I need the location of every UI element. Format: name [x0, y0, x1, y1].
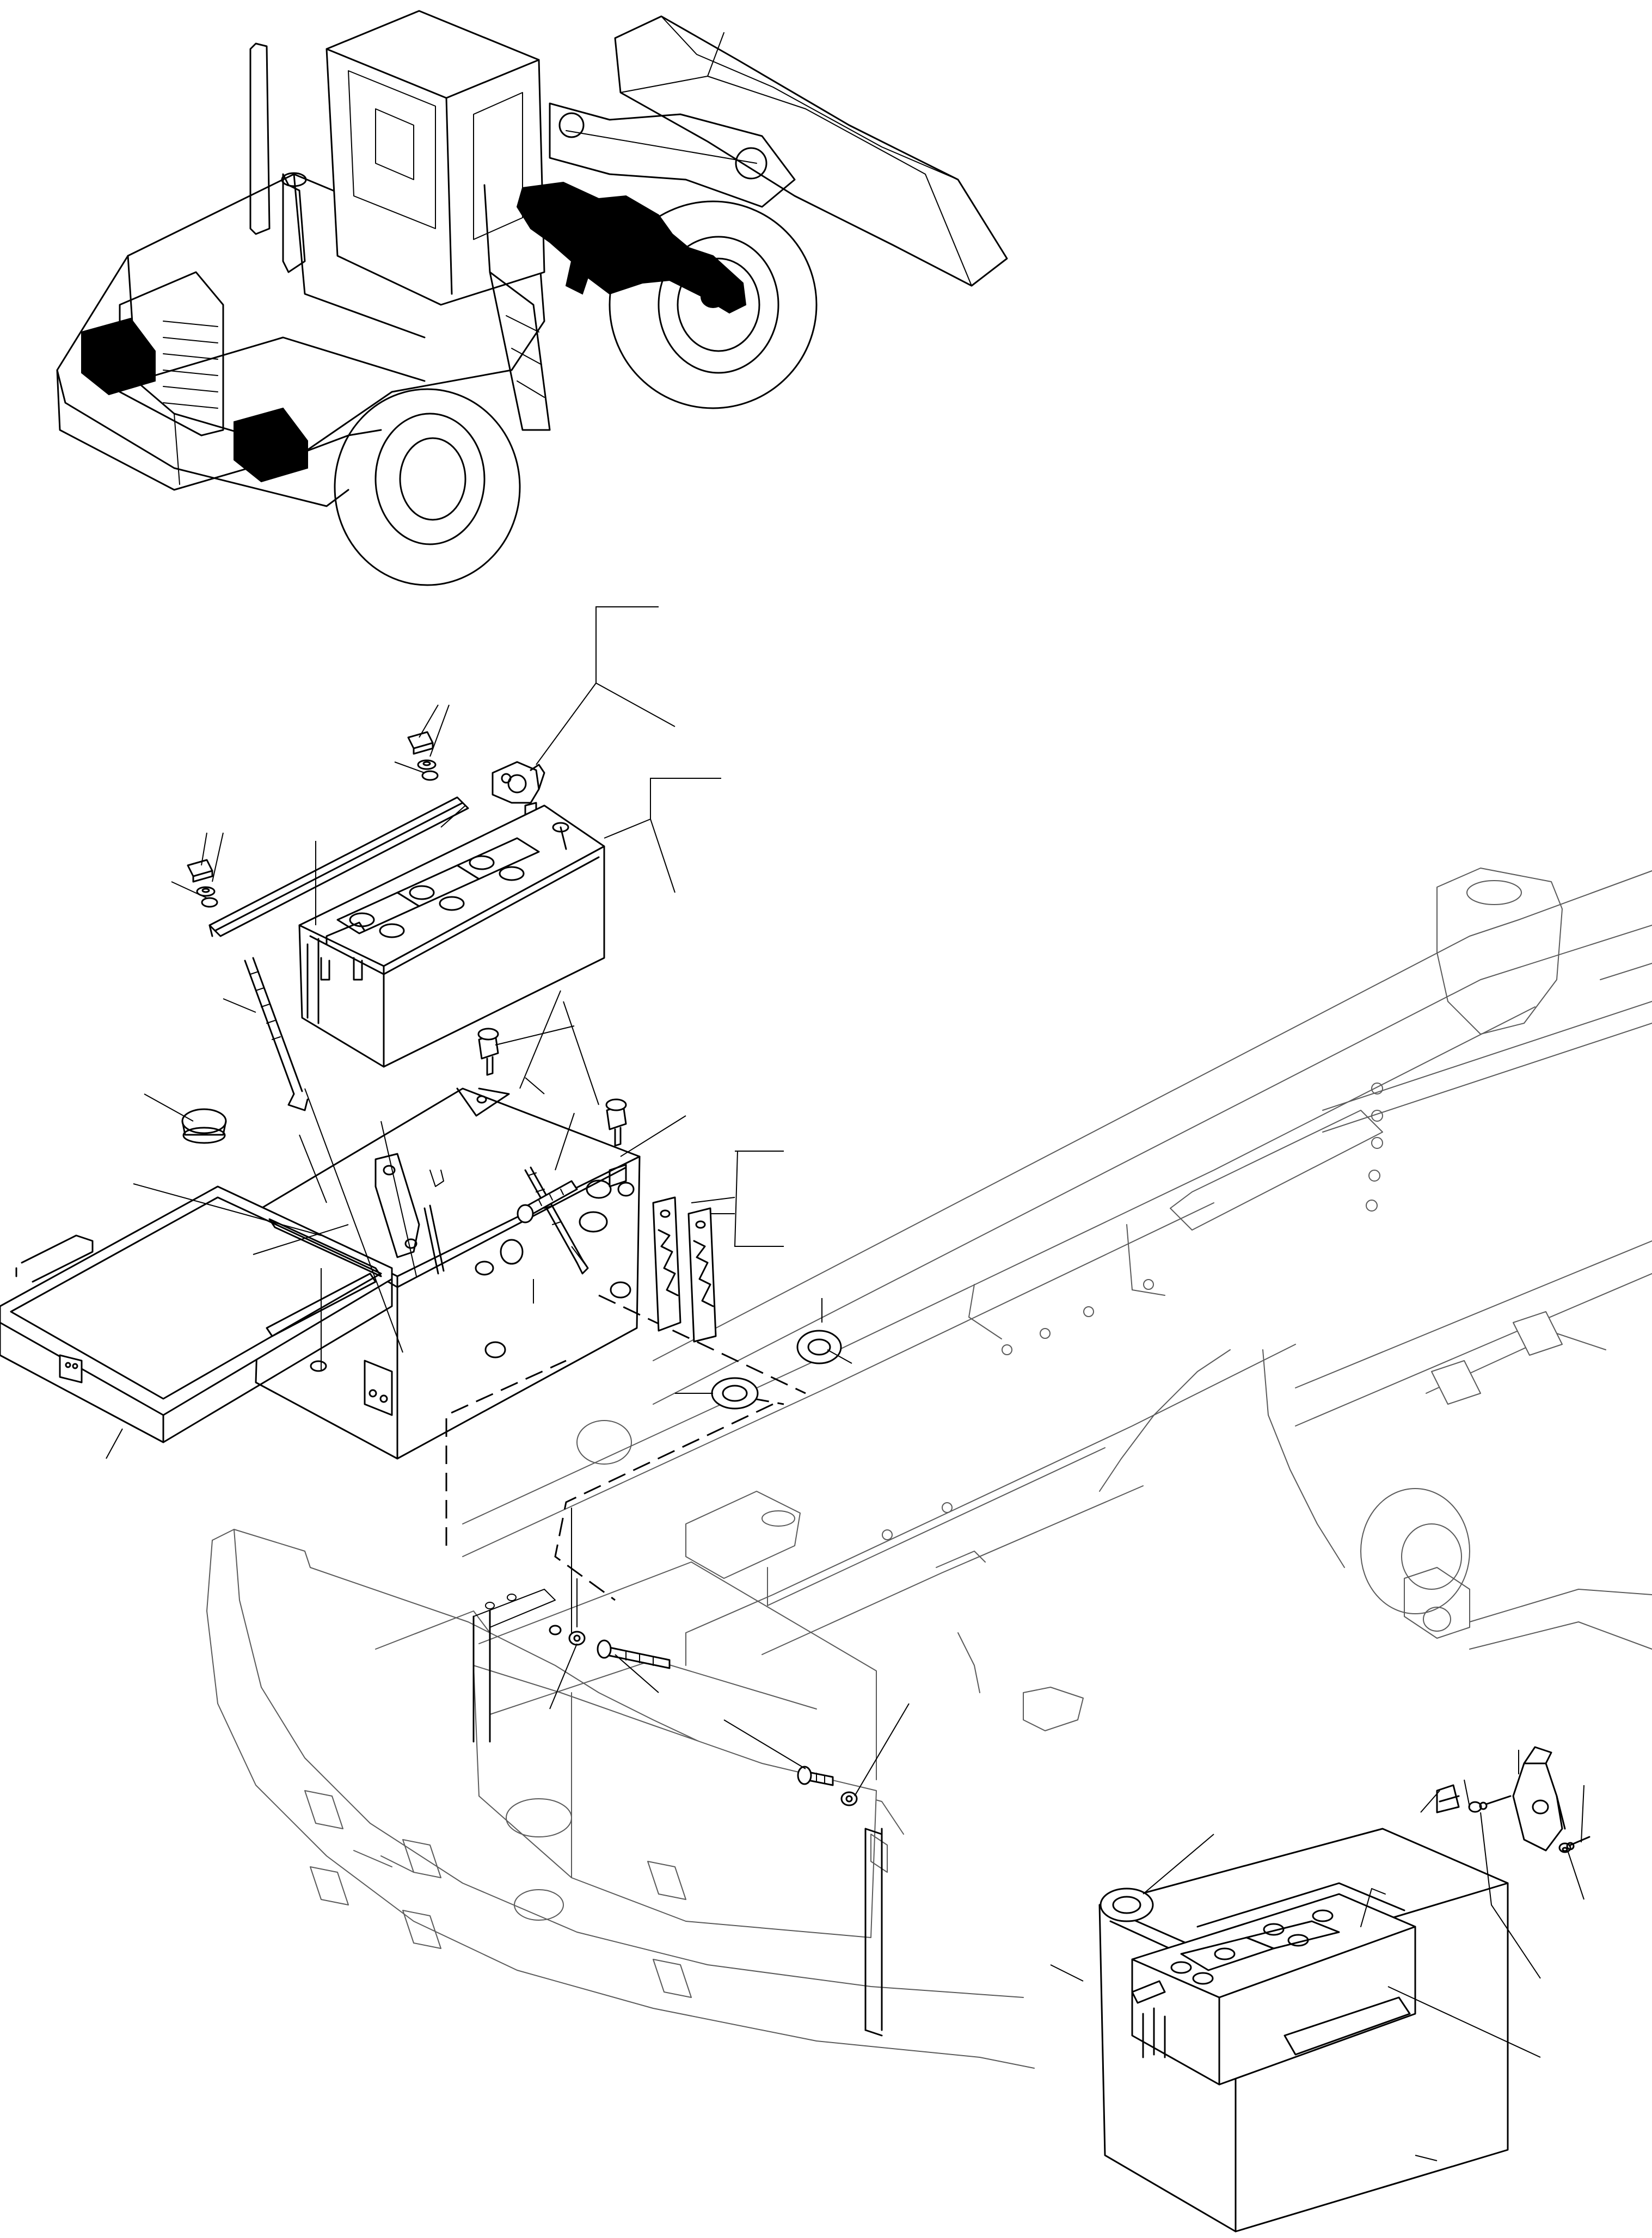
wheel-loader-overview [56, 10, 1008, 586]
loader-cab [326, 10, 545, 306]
slide-out-tray [0, 1185, 393, 1443]
spacer-plate-2 [687, 1207, 717, 1343]
leader-lines [106, 606, 1585, 2161]
grommet-right [1100, 1887, 1154, 1922]
front-bumper [56, 369, 349, 507]
battery-box-with-cover [1098, 1828, 1509, 2233]
latch-assembly [1436, 1746, 1590, 1853]
washer-lower-1 [196, 886, 216, 897]
machine-frame [462, 868, 1652, 1731]
counterweight [206, 1420, 1035, 2069]
washer-2 [549, 1625, 562, 1636]
rear-axle-highlight [516, 181, 747, 314]
clamp-rod [244, 957, 309, 1111]
washer-1 [568, 1631, 586, 1646]
washer-lower-2 [201, 897, 218, 908]
bolt-2 [797, 1766, 834, 1786]
battery-box-highlight-left [81, 317, 156, 396]
loader-bucket [614, 15, 1008, 287]
nut-lower [187, 859, 213, 883]
access-ladder [483, 184, 551, 431]
grommet-2 [711, 1377, 759, 1410]
rubber-stop-1 [477, 1028, 499, 1076]
spacer-plate-1 [652, 1196, 681, 1332]
front-wheel [304, 388, 521, 586]
rubber-stop-2 [605, 1098, 627, 1147]
battery [298, 804, 605, 1068]
lift-arms [549, 102, 796, 208]
washer-upper-2 [421, 770, 439, 781]
battery-box-highlight-right [234, 407, 308, 483]
washer-upper-1 [417, 759, 437, 770]
plug-cap [181, 1108, 227, 1144]
washer-3 [840, 1791, 858, 1806]
grommet-1 [796, 1330, 842, 1364]
bolt-box [517, 1180, 578, 1223]
bolt-1 [597, 1639, 671, 1669]
